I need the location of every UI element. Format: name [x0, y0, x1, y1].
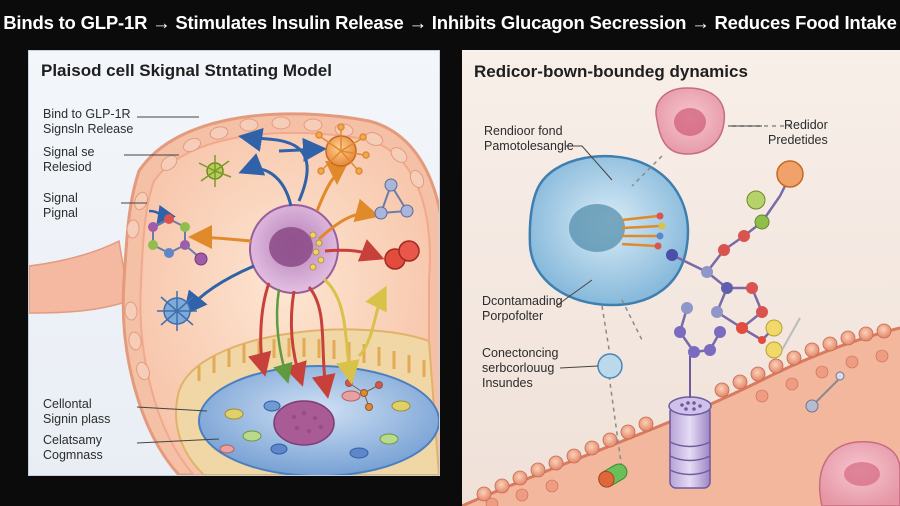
left-panel-title: Plaisod cell Skignal Stntating Model — [41, 61, 332, 80]
arrow-to-virus — [183, 264, 255, 316]
blue-cell-receptors — [621, 214, 661, 248]
capsule — [598, 463, 628, 488]
membrane-beads — [124, 116, 425, 381]
arrow-to-red-pair — [324, 239, 385, 262]
arrow-to-orange-receptor — [278, 137, 327, 162]
arrow-to-hexagon — [188, 225, 252, 250]
receptor-channel-rings — [669, 441, 711, 476]
receptor-dots — [309, 231, 325, 271]
arrow-green-down — [273, 288, 293, 384]
blue-cell-receptor-tips — [654, 212, 666, 250]
right-panel: Redicor-bown-boundeg dynamics Rendioor f… — [462, 50, 900, 506]
pink-cell-lower-nucleus — [844, 462, 880, 486]
hexagon-molecule — [148, 214, 208, 266]
right-label-leaders — [555, 125, 762, 369]
blue-cell-nucleus — [569, 204, 625, 252]
peptide-residues — [666, 160, 804, 359]
left-panel: Plaisod cell Skignal Stntating Model Bin… — [28, 50, 440, 476]
receptor-binding-diagram — [462, 87, 900, 506]
arrow-signal-left — [148, 204, 176, 228]
green-molecule — [198, 155, 232, 187]
red-pair-molecule — [384, 240, 420, 270]
arrow-red-down-right — [307, 286, 336, 399]
arrow-up — [238, 127, 309, 202]
membrane-needle — [781, 317, 801, 351]
arrow-red-down-left — [247, 282, 272, 377]
arrow-to-green-molecule — [238, 153, 293, 207]
blue-ligand — [597, 353, 623, 379]
arrow-yellow-up — [357, 285, 387, 358]
left-label-leaders — [121, 116, 220, 444]
membrane-edge — [462, 326, 900, 506]
membrane-pin — [805, 371, 845, 413]
arrow-to-triangle — [317, 198, 380, 241]
membrane-inner — [485, 349, 889, 506]
pink-cell-upper-nucleus — [674, 108, 706, 136]
arrow-up-orange — [315, 160, 349, 212]
headline-title: Binds to GLP-1R → Stimulates Insulin Rel… — [3, 12, 897, 33]
cell-signal-diagram — [29, 112, 439, 475]
receptor-channel-pores — [680, 401, 702, 411]
nucleus-organelles — [219, 390, 411, 459]
virus-particle — [157, 291, 197, 331]
nucleolus — [273, 400, 335, 446]
arrow-yellow-down — [322, 277, 360, 385]
membrane-heads — [476, 323, 892, 502]
vessel-stem — [29, 239, 130, 314]
arrow-red-down-center — [283, 290, 307, 387]
central-cell-nucleus — [269, 227, 313, 267]
right-panel-title: Redicor-bown-boundeg dynamics — [474, 62, 748, 81]
receptor-channel-top — [668, 396, 712, 416]
orange-receptor-molecule — [315, 123, 370, 175]
nucleolus-texture — [291, 410, 324, 434]
triangle-molecule — [374, 178, 414, 220]
